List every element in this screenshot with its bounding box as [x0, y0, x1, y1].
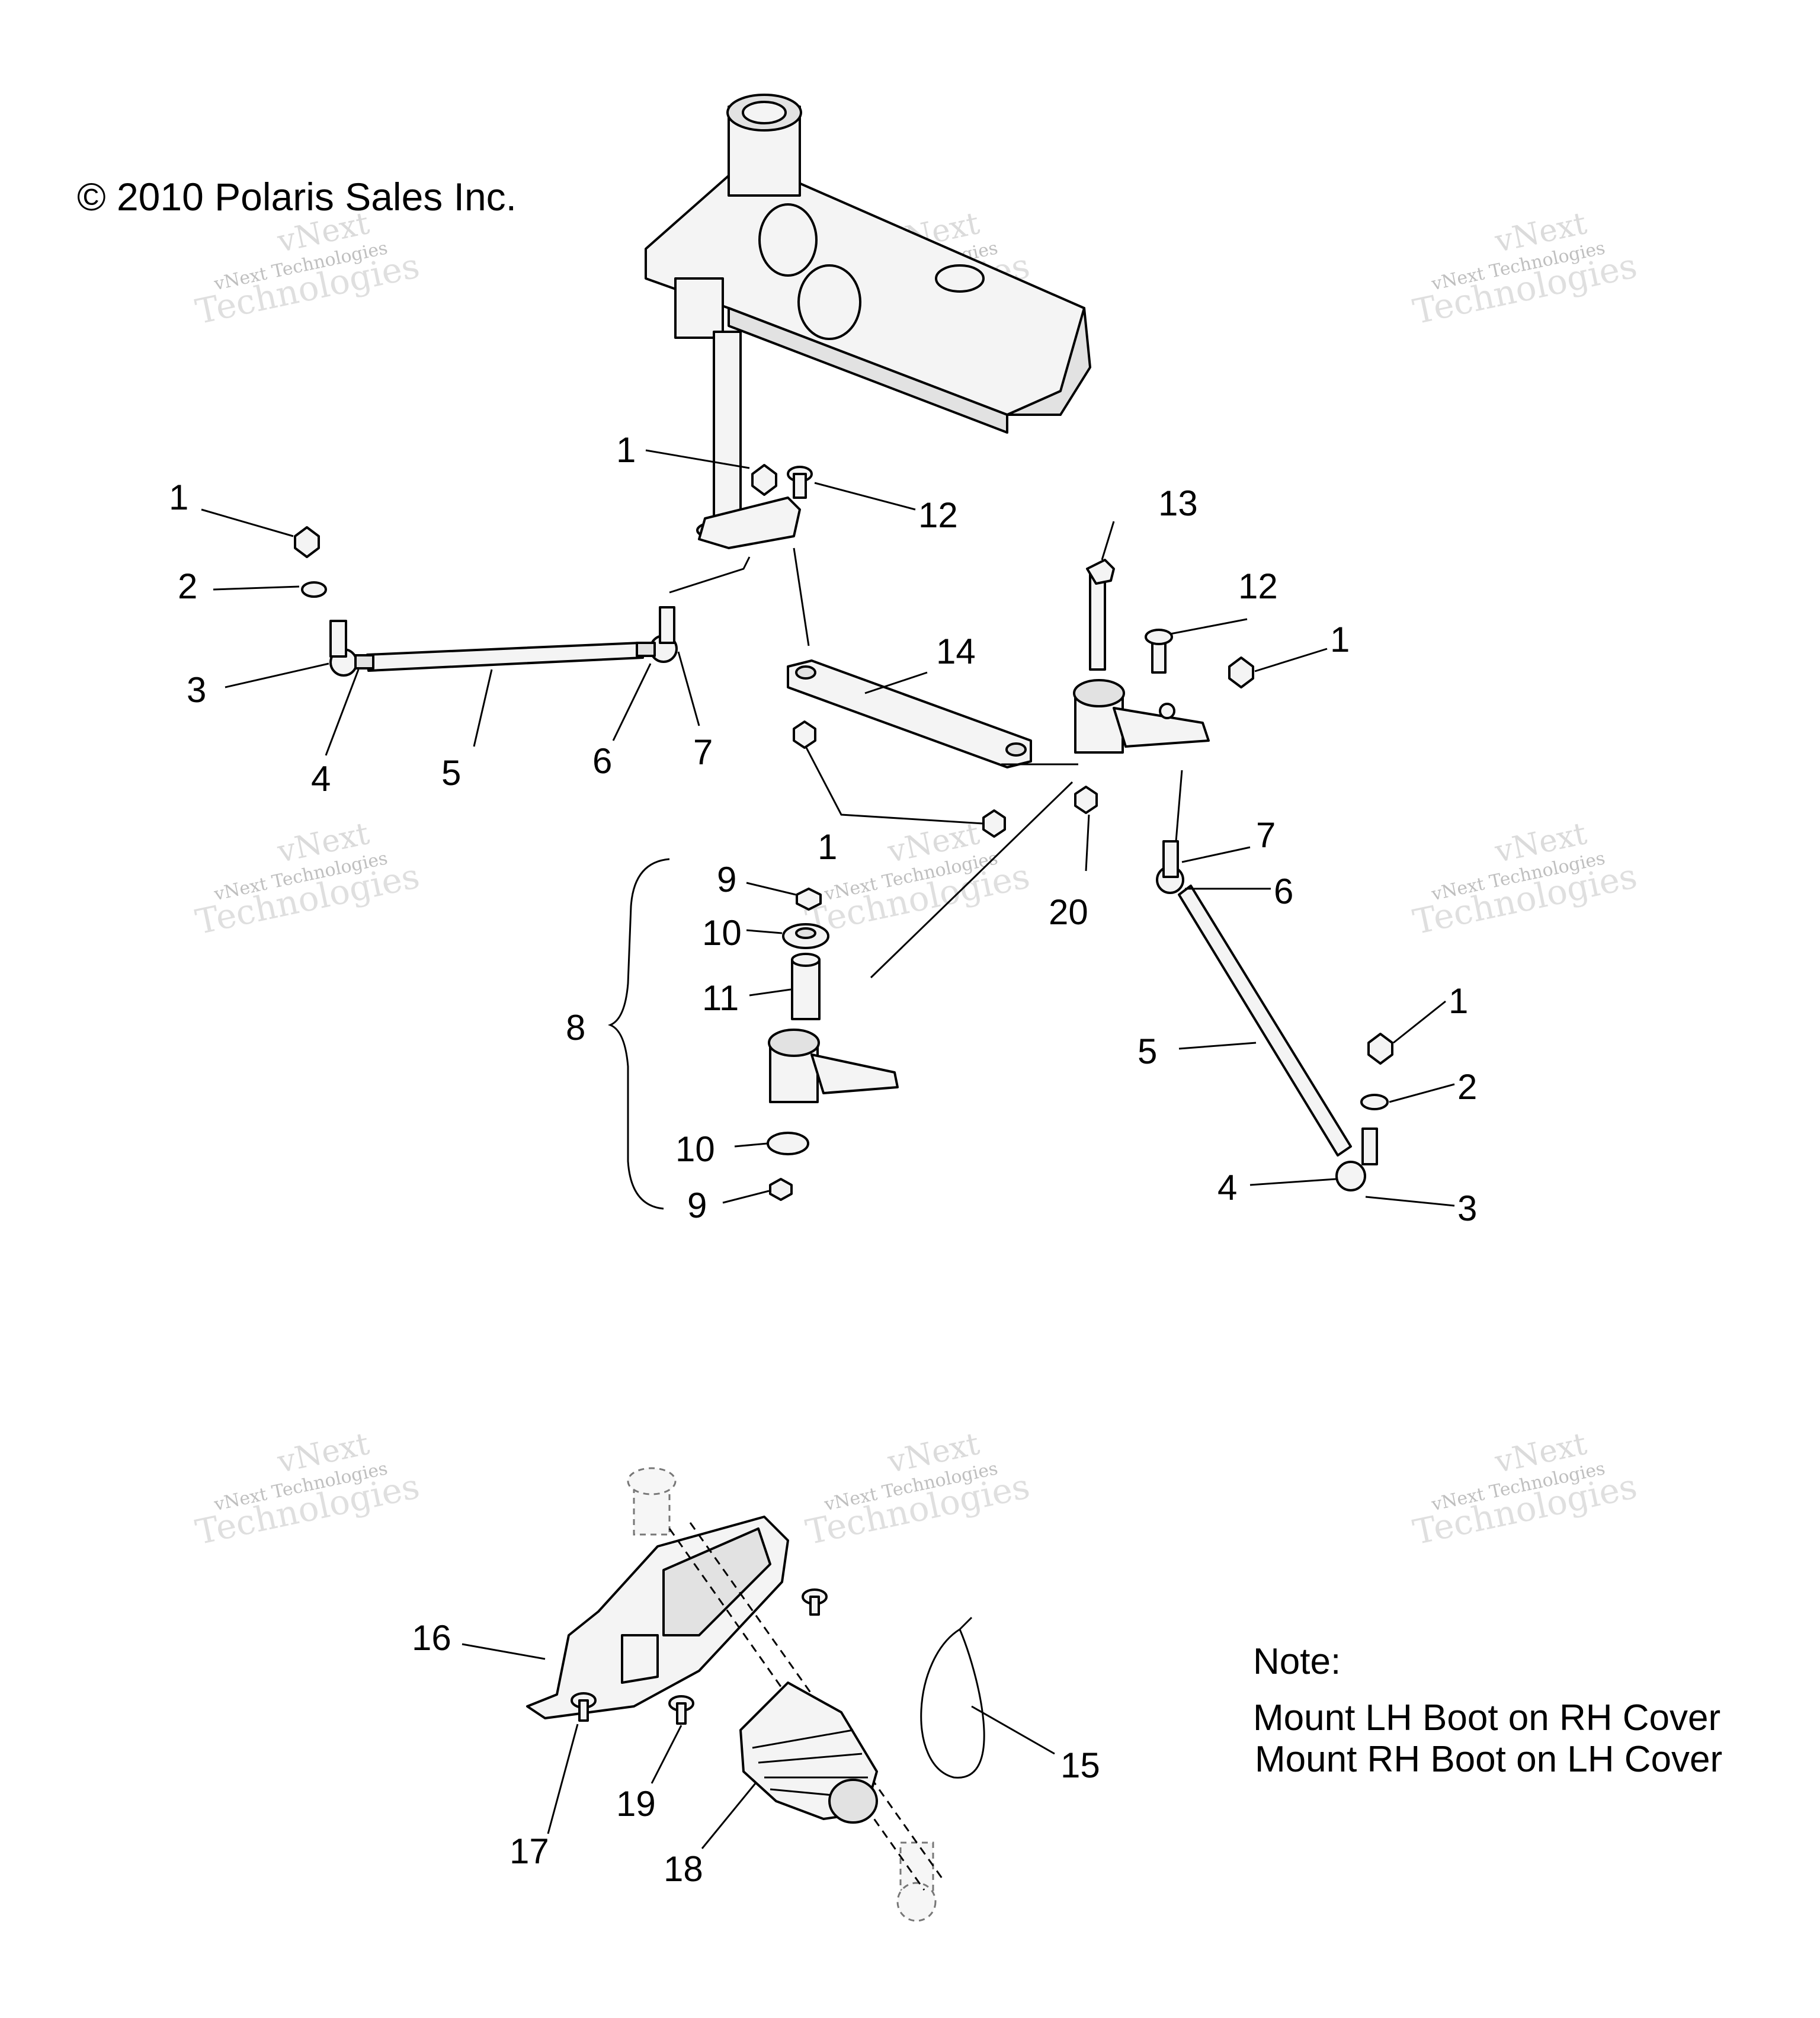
- callout-10-bottom: 10: [675, 1129, 715, 1169]
- bolt-12a: [787, 466, 813, 499]
- note-line-2: Mount RH Boot on LH Cover: [1255, 1739, 1722, 1780]
- screw-17: [571, 1692, 597, 1722]
- leader-lines: [201, 449, 1455, 1849]
- callout-1-right-nut: 1: [1330, 620, 1350, 659]
- callout-17-screw: 17: [510, 1831, 549, 1871]
- boot-cover-16: [526, 1516, 789, 1719]
- screw-top: [802, 1588, 828, 1616]
- callout-12-column-bolt: 12: [918, 495, 958, 535]
- callout-labels: 1 12 1 2 3 4 5 6 7 13 12 14 1 1 20 7 6 9…: [169, 430, 1477, 1889]
- callout-4-right: 4: [1217, 1168, 1237, 1207]
- idler-arm-assembly: [767, 888, 899, 1201]
- callout-13: 13: [1158, 483, 1198, 523]
- callout-7-left: 7: [693, 732, 713, 772]
- callout-10-top: 10: [702, 913, 742, 953]
- steering-boot-18: [739, 1681, 878, 1824]
- center-link: [787, 659, 1032, 768]
- note-line-1: Mount LH Boot on RH Cover: [1253, 1697, 1720, 1738]
- nut-1b: [294, 526, 320, 558]
- callout-14-center-link: 14: [936, 632, 976, 671]
- callout-8-idler-assembly: 8: [566, 1008, 585, 1048]
- callout-1-left-nut: 1: [169, 478, 188, 517]
- callout-3-right-tie-rod-end: 3: [1457, 1189, 1477, 1228]
- washer-2a: [301, 581, 327, 598]
- callout-20: 20: [1049, 892, 1088, 932]
- bracket-8: [607, 858, 670, 1210]
- steering-bracket: [645, 94, 1091, 549]
- callout-9-top: 9: [717, 860, 736, 899]
- callout-1-column-nut: 1: [616, 430, 636, 470]
- callout-5-right-tie-rod: 5: [1138, 1032, 1157, 1071]
- tie-rod-right: [1156, 840, 1393, 1191]
- ghost-parts: [627, 1467, 937, 1922]
- callout-4-left: 4: [311, 759, 331, 799]
- callout-18-boot: 18: [664, 1849, 703, 1889]
- tie-rod-left: [329, 606, 678, 677]
- callout-2-right-washer: 2: [1457, 1067, 1477, 1107]
- nut-20: [1074, 786, 1098, 814]
- note-block: Note: Mount LH Boot on RH Cover Mount RH…: [1253, 1641, 1722, 1780]
- callout-6-left: 6: [592, 741, 612, 781]
- callout-16-boot-cover: 16: [412, 1618, 451, 1658]
- callout-1-right-lower-nut: 1: [1449, 981, 1468, 1021]
- nut-left-top: [751, 464, 777, 496]
- callout-15-cable-tie: 15: [1060, 1745, 1100, 1785]
- callout-1-link-nuts: 1: [818, 827, 837, 867]
- callout-2-left-washer: 2: [178, 566, 197, 606]
- nut-1d: [982, 809, 1006, 838]
- callout-9-bottom: 9: [687, 1186, 707, 1225]
- copyright-text: © 2010 Polaris Sales Inc.: [77, 175, 517, 219]
- callout-3-left-tie-rod-end: 3: [187, 670, 206, 710]
- screw-19: [668, 1695, 694, 1725]
- callout-7-right: 7: [1256, 815, 1276, 855]
- callout-6-right: 6: [1274, 872, 1293, 911]
- callout-5-left-tie-rod: 5: [441, 753, 461, 793]
- note-title: Note:: [1253, 1641, 1341, 1682]
- nut-1c: [793, 720, 816, 749]
- pitman-arm-right: [1073, 559, 1254, 754]
- callout-11: 11: [702, 978, 739, 1018]
- callout-19-screw: 19: [616, 1784, 656, 1824]
- cable-tie-15: [920, 1616, 985, 1779]
- callout-12-right-bolt: 12: [1238, 566, 1278, 606]
